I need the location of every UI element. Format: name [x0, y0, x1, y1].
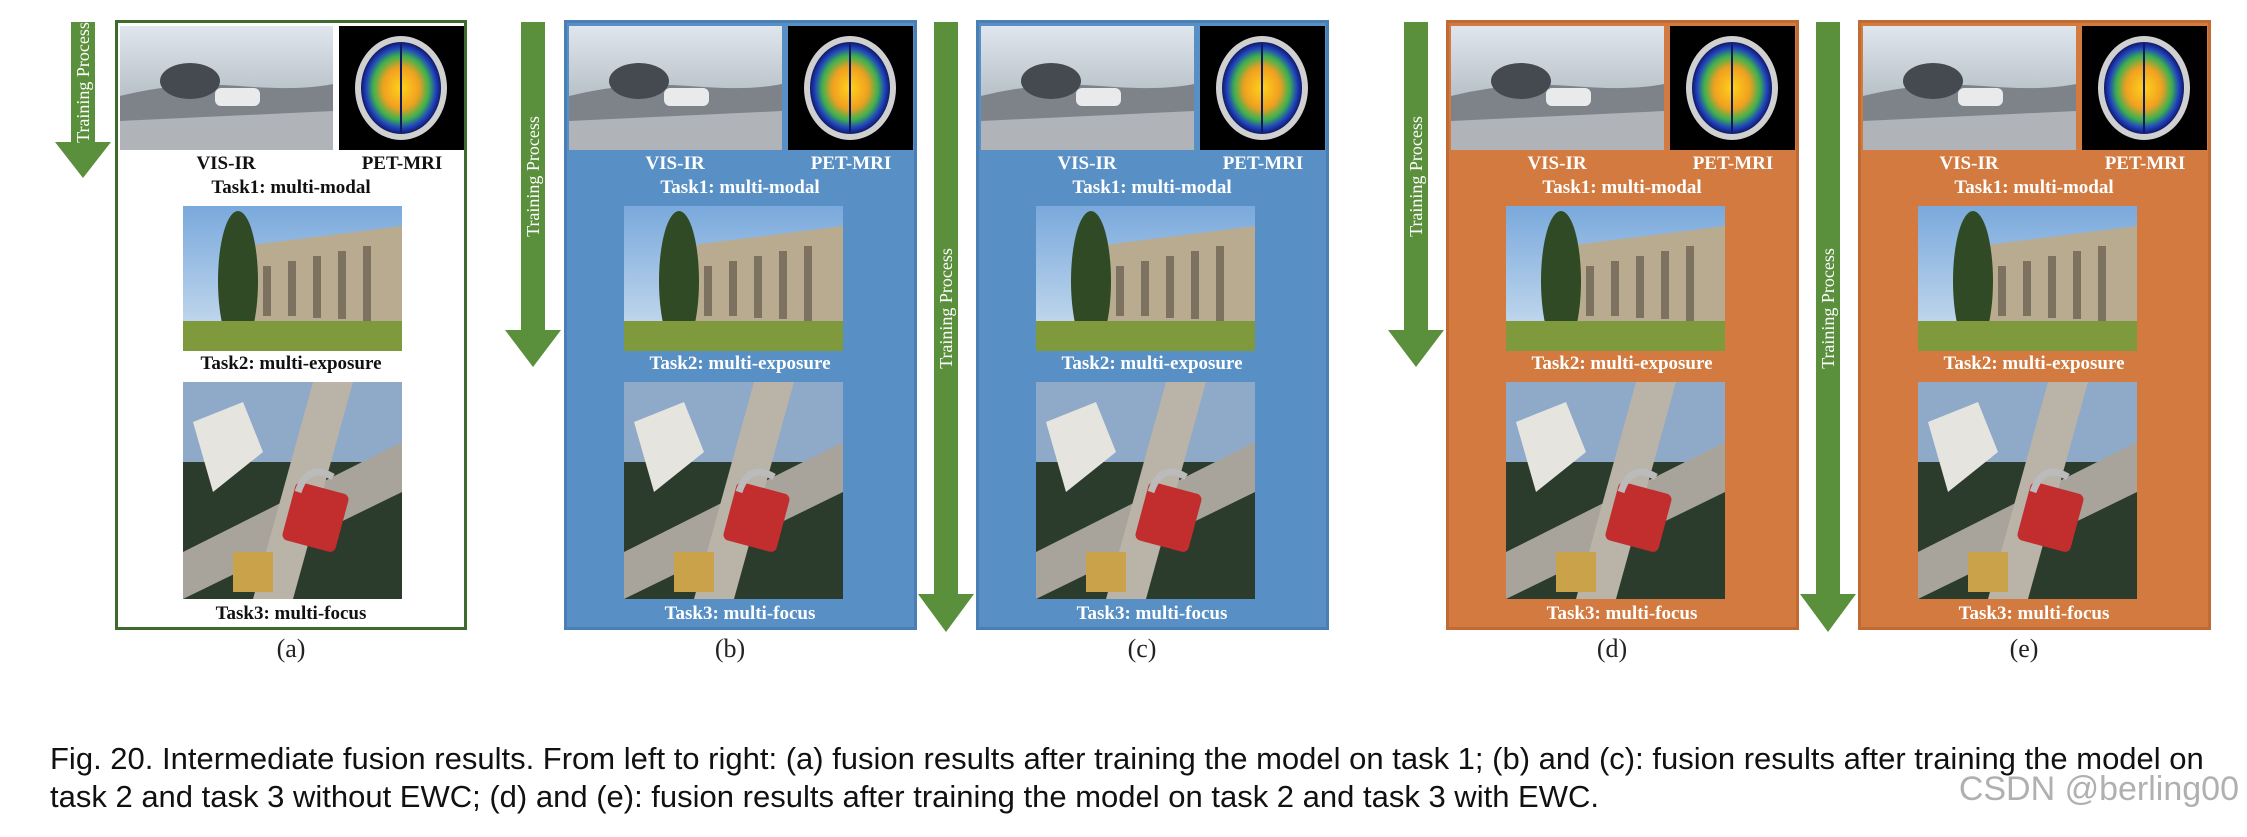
task3-label: Task3: multi-focus [1958, 603, 2110, 624]
pet-mri-image [788, 26, 913, 150]
multi-focus-image [1506, 382, 1725, 599]
task2-label: Task2: multi-exposure [1943, 353, 2125, 374]
training-process-arrow: Training Process [918, 22, 974, 632]
pet-mri-image [2082, 26, 2207, 150]
pet-mri-label: PET-MRI [361, 153, 443, 174]
training-process-arrow: Training Process [55, 22, 111, 178]
vis-ir-image [1451, 26, 1664, 150]
task2-label: Task2: multi-exposure [1061, 353, 1243, 374]
vis-ir-label: VIS-IR [196, 153, 256, 174]
pet-mri-label: PET-MRI [1222, 153, 1304, 174]
multi-focus-image [183, 382, 402, 599]
multi-exposure-image [1918, 206, 2137, 351]
task3-label: Task3: multi-focus [1076, 603, 1228, 624]
task2-label: Task2: multi-exposure [649, 353, 831, 374]
vis-ir-label: VIS-IR [645, 153, 705, 174]
multi-focus-image [1036, 382, 1255, 599]
task3-label: Task3: multi-focus [1546, 603, 1698, 624]
panel-c: VIS-IR PET-MRI Task1: multi-modal Task2:… [976, 20, 1329, 630]
training-process-arrow: Training Process [1800, 22, 1856, 632]
pet-mri-image [1670, 26, 1795, 150]
pet-mri-image [339, 26, 464, 150]
vis-ir-image [120, 26, 333, 150]
vis-ir-image [981, 26, 1194, 150]
panel-d: VIS-IR PET-MRI Task1: multi-modal Task2:… [1446, 20, 1799, 630]
task2-label: Task2: multi-exposure [200, 353, 382, 374]
subfigure-label-d: (d) [1596, 634, 1628, 663]
training-process-label: Training Process [935, 247, 956, 369]
vis-ir-image [1863, 26, 2076, 150]
training-process-label: Training Process [522, 115, 543, 237]
panel-e: VIS-IR PET-MRI Task1: multi-modal Task2:… [1858, 20, 2211, 630]
task1-label: Task1: multi-modal [1542, 177, 1702, 198]
task3-label: Task3: multi-focus [215, 603, 367, 624]
panel-b: VIS-IR PET-MRI Task1: multi-modal Task2:… [564, 20, 917, 630]
task3-label: Task3: multi-focus [664, 603, 816, 624]
vis-ir-label: VIS-IR [1939, 153, 1999, 174]
training-process-label: Training Process [1817, 247, 1838, 369]
panel-a: VIS-IR PET-MRI Task1: multi-modal Task2:… [115, 20, 467, 630]
task1-label: Task1: multi-modal [1072, 177, 1232, 198]
vis-ir-label: VIS-IR [1057, 153, 1117, 174]
task1-label: Task1: multi-modal [211, 177, 371, 198]
vis-ir-image [569, 26, 782, 150]
subfigure-label-c: (c) [1127, 634, 1157, 663]
figure-caption: Fig. 20. Intermediate fusion results. Fr… [50, 741, 2204, 814]
task1-label: Task1: multi-modal [1954, 177, 2114, 198]
pet-mri-label: PET-MRI [1692, 153, 1774, 174]
multi-exposure-image [1506, 206, 1725, 351]
subfigure-label-a: (a) [276, 634, 306, 663]
multi-exposure-image [1036, 206, 1255, 351]
multi-focus-image [1918, 382, 2137, 599]
subfigure-label-e: (e) [2009, 634, 2039, 663]
training-process-arrow: Training Process [505, 22, 561, 367]
subfigure-label-b: (b) [714, 634, 746, 663]
watermark: CSDN @berling00 [1958, 770, 2239, 808]
training-process-label: Training Process [72, 21, 93, 143]
vis-ir-label: VIS-IR [1527, 153, 1587, 174]
pet-mri-label: PET-MRI [810, 153, 892, 174]
multi-exposure-image [624, 206, 843, 351]
multi-exposure-image [183, 206, 402, 351]
pet-mri-label: PET-MRI [2104, 153, 2186, 174]
task1-label: Task1: multi-modal [660, 177, 820, 198]
training-process-label: Training Process [1405, 115, 1426, 237]
task2-label: Task2: multi-exposure [1531, 353, 1713, 374]
multi-focus-image [624, 382, 843, 599]
pet-mri-image [1200, 26, 1325, 150]
training-process-arrow: Training Process [1388, 22, 1444, 367]
